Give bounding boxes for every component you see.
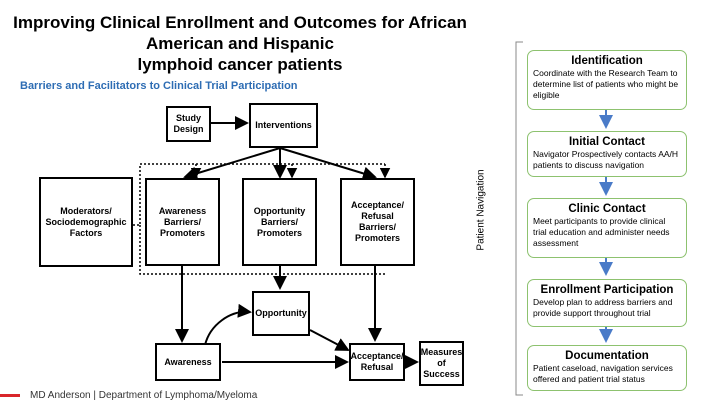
nav-step-desc: Coordinate with the Research Team to det… (533, 68, 679, 100)
navigation-bracket (515, 41, 523, 396)
nav-step-title: Clinic Contact (568, 203, 646, 215)
curve-awareness-to-opportunity (204, 303, 252, 346)
measures-box: Measures of Success (419, 341, 464, 386)
nav-step-title: Identification (571, 55, 643, 67)
acceptance-box: Acceptance/ Refusal (349, 343, 405, 381)
nav-step-identification: Identification Coordinate with the Resea… (527, 50, 687, 110)
title-line-2: lymphoid cancer patients (137, 55, 343, 74)
diagram-subtitle: Barriers and Facilitators to Clinical Tr… (20, 80, 298, 92)
nav-step-title: Enrollment Participation (540, 284, 674, 296)
footer-text: MD Anderson | Department of Lymphoma/Mye… (30, 390, 258, 401)
nav-step-enrollment: Enrollment Participation Develop plan to… (527, 279, 687, 327)
title-line-1: Improving Clinical Enrollment and Outcom… (13, 13, 467, 53)
nav-step-desc: Develop plan to address barriers and pro… (533, 297, 673, 318)
arrow-interventions-to-awareness-bp (183, 147, 281, 181)
nav-step-clinic-contact: Clinic Contact Meet participants to prov… (527, 198, 687, 258)
interventions-box: Interventions (249, 103, 318, 148)
dotted-top-line (133, 163, 385, 226)
awareness-barriers-box: Awareness Barriers/ Promoters (145, 178, 220, 266)
patient-navigation-label: Patient Navigation (475, 169, 487, 251)
dotted-bottom-line (139, 225, 385, 275)
nav-step-initial-contact: Initial Contact Navigator Prospectively … (527, 131, 687, 177)
opportunity-box: Opportunity (252, 291, 310, 336)
nav-step-documentation: Documentation Patient caseload, navigati… (527, 345, 687, 391)
arrow-interventions-to-acceptance-bp (279, 147, 377, 181)
acceptance-barriers-box: Acceptance/ Refusal Barriers/ Promoters (340, 178, 415, 266)
nav-step-desc: Navigator Prospectively contacts AA/H pa… (533, 149, 679, 170)
nav-step-desc: Meet participants to provide clinical tr… (533, 216, 670, 248)
footer-accent-bar (0, 394, 20, 397)
awareness-box: Awareness (155, 343, 221, 381)
opportunity-barriers-box: Opportunity Barriers/ Promoters (242, 178, 317, 266)
slide-title: Improving Clinical Enrollment and Outcom… (0, 12, 490, 75)
nav-step-title: Documentation (565, 350, 649, 362)
nav-step-title: Initial Contact (568, 136, 646, 148)
moderators-box: Moderators/ Sociodemographic Factors (39, 177, 133, 267)
study-design-box: Study Design (166, 106, 211, 142)
arrow-opportunity-to-acceptance (309, 329, 350, 351)
nav-step-desc: Patient caseload, navigation services of… (533, 363, 673, 384)
